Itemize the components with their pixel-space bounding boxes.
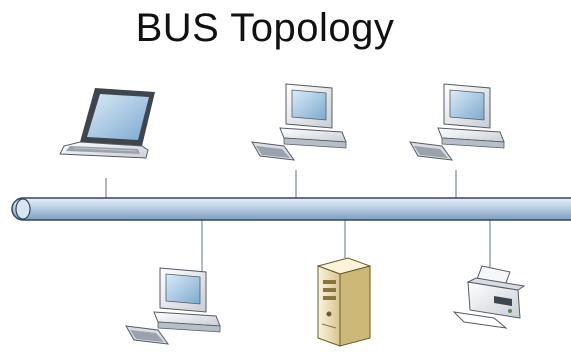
server-icon (316, 257, 372, 347)
desktop-computer-icon (125, 267, 221, 345)
drop-lines (105, 170, 491, 278)
desktop-computer-icon (251, 83, 347, 161)
bus-backbone (11, 197, 571, 221)
diagram-title: BUS Topology (135, 6, 395, 50)
printer-icon (452, 265, 526, 329)
desktop-computer-icon (409, 83, 505, 161)
laptop-icon (59, 88, 155, 159)
